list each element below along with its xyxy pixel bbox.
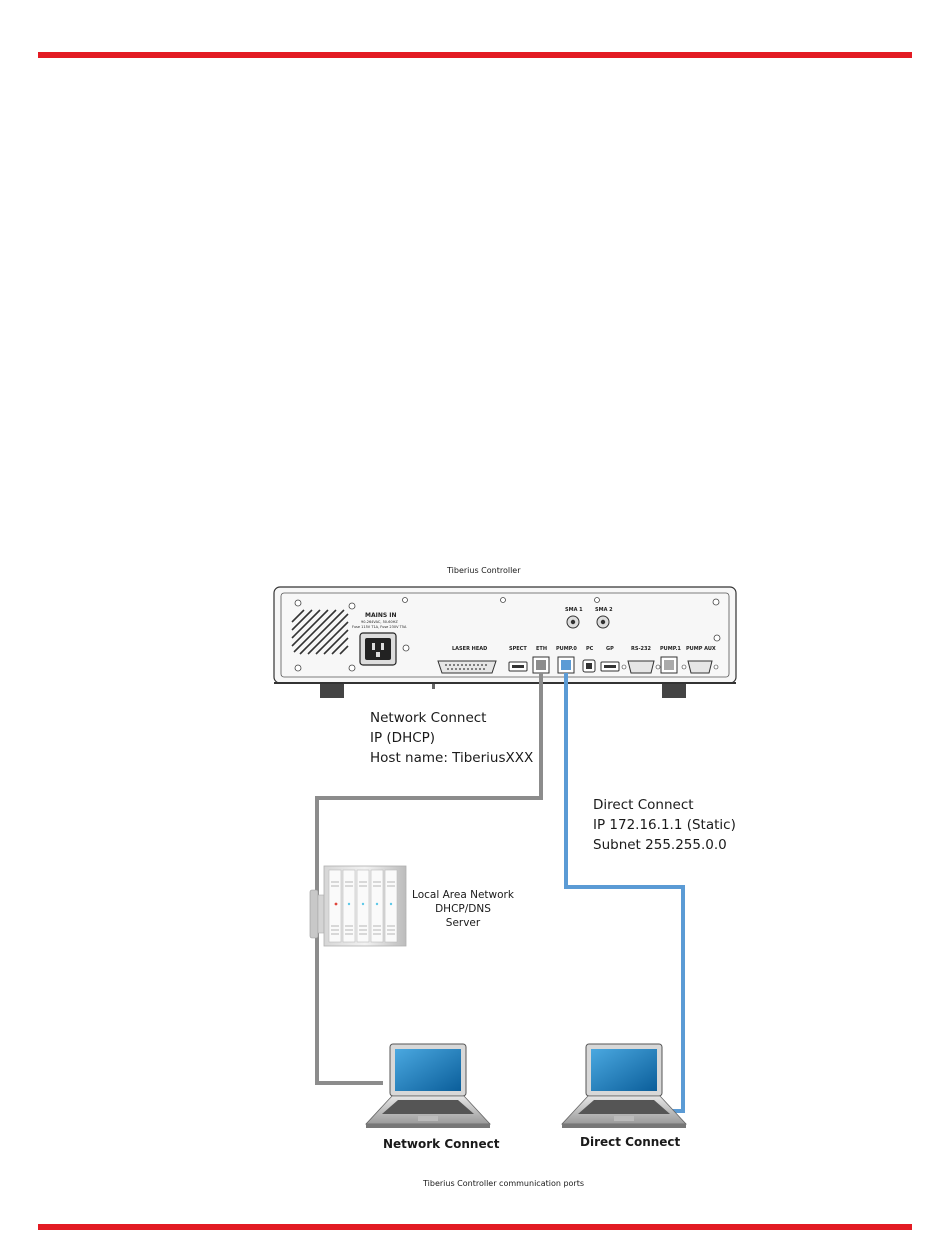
mains-title: MAINS IN	[365, 612, 397, 619]
sma-2-connector	[596, 615, 610, 629]
figure-caption: Tiberius Controller communication ports	[423, 1179, 585, 1188]
port-label-sma2: SMA 2	[595, 607, 613, 613]
network-info-line1: Network Connect	[370, 710, 487, 726]
gp-connector	[600, 661, 620, 672]
pc-connector	[582, 659, 596, 673]
left-foot	[320, 684, 344, 698]
network-cable	[315, 673, 543, 1085]
laser-head-connector	[437, 660, 497, 674]
bottom-rule	[38, 1224, 912, 1230]
spect-connector	[508, 661, 528, 672]
network-laptop-icon	[365, 1043, 491, 1128]
cooling-vent	[291, 609, 349, 655]
network-info-line3: Host name: TiberiusXXX	[370, 750, 534, 766]
mains-inlet	[359, 632, 397, 666]
port-label-spect: SPECT	[509, 646, 527, 652]
port-label-sma1: SMA 1	[565, 607, 583, 613]
controller-rear-panel	[273, 586, 737, 698]
direct-info-line1: Direct Connect	[593, 797, 694, 813]
eth-connector	[532, 656, 550, 674]
rs232-connector	[621, 660, 661, 674]
port-label-pump0: PUMP.0	[556, 646, 577, 652]
direct-cable	[564, 673, 685, 1113]
port-label-laser-head: LASER HEAD	[452, 646, 488, 652]
network-laptop-label: Network Connect	[383, 1137, 500, 1151]
direct-info-line2: IP 172.16.1.1 (Static)	[593, 817, 736, 833]
server-label-line3: Server	[445, 917, 481, 929]
panel-screws	[294, 597, 721, 672]
server-label-line2: DHCP/DNS	[435, 903, 491, 915]
port-label-pump1: PUMP.1	[660, 646, 681, 652]
network-info-line2: IP (DHCP)	[370, 730, 436, 746]
port-label-rs232: RS-232	[631, 646, 651, 652]
server-label: Local Area Network DHCP/DNS Server	[408, 888, 518, 930]
pump0-connector	[557, 656, 575, 674]
right-foot	[662, 684, 686, 698]
direct-laptop-label: Direct Connect	[580, 1135, 681, 1149]
mains-line1: 90-264VAC, 50-60HZ	[361, 620, 398, 624]
port-label-gp: GP	[606, 646, 614, 652]
mains-line2: Fuse 115V T1A, Fuse 230V T5A	[352, 625, 407, 629]
server-label-line1: Local Area Network	[412, 889, 514, 901]
pump-aux-connector	[681, 660, 719, 674]
server-icon	[309, 865, 407, 947]
controller-title: Tiberius Controller	[447, 566, 521, 575]
sma-1-connector	[566, 615, 580, 629]
port-label-pc: PC	[586, 646, 594, 652]
pump1-connector	[660, 656, 678, 674]
port-label-pump-aux: PUMP AUX	[686, 646, 716, 652]
top-rule	[38, 52, 912, 58]
direct-info-line3: Subnet 255.255.0.0	[593, 837, 727, 853]
port-label-eth: ETH	[536, 646, 548, 652]
direct-laptop-icon	[561, 1043, 687, 1128]
